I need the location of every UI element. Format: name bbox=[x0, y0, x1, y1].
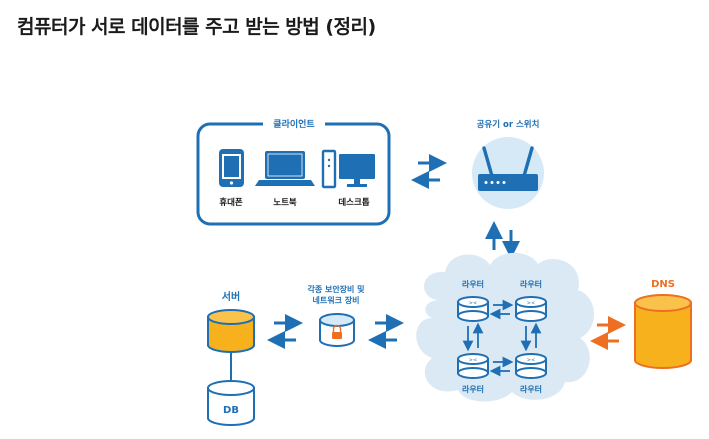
svg-text:><: >< bbox=[527, 301, 535, 307]
lock-icon bbox=[332, 324, 342, 339]
internet-cloud bbox=[416, 252, 594, 402]
database-cylinder-icon bbox=[207, 380, 255, 426]
laptop-icon bbox=[255, 151, 315, 186]
device-label-phone: 휴대폰 bbox=[219, 197, 243, 208]
server-cylinder-icon bbox=[207, 309, 255, 353]
wifi-router-icon bbox=[472, 137, 544, 209]
router-label: 라우터 bbox=[520, 384, 542, 394]
smartphone-icon bbox=[219, 149, 244, 187]
cloud-dns-arrows bbox=[590, 316, 626, 350]
security-label-line2: 네트워크 장비 bbox=[313, 295, 360, 305]
svg-text:><: >< bbox=[469, 358, 477, 364]
security-label-line1: 각종 보안장비 및 bbox=[307, 284, 364, 294]
svg-text:><: >< bbox=[527, 358, 535, 364]
page-title: 컴퓨터가 서로 데이터를 주고 받는 방법 (정리) bbox=[17, 16, 376, 38]
router-node-bottom-left: >< 라우터 bbox=[457, 353, 489, 394]
device-label-laptop: 노트북 bbox=[273, 197, 297, 208]
client-switch-arrows bbox=[411, 154, 447, 189]
security-cloud-arrows bbox=[368, 314, 404, 349]
router-node-bottom-right: >< 라우터 bbox=[515, 353, 547, 394]
client-group-label: 클라이언트 bbox=[273, 118, 315, 130]
device-label-desktop: 데스크톱 bbox=[338, 197, 369, 208]
router-switch-label: 공유기 or 스위치 bbox=[477, 119, 540, 130]
router-label: 라우터 bbox=[462, 384, 484, 394]
router-node-top-left: 라우터 >< bbox=[457, 279, 489, 322]
server-security-arrows bbox=[267, 314, 303, 349]
client-group: 클라이언트 휴대폰 노트북 데스크톱 bbox=[196, 116, 391, 226]
server-label: 서버 bbox=[222, 290, 240, 303]
db-label: DB bbox=[223, 405, 239, 416]
router-label: 라우터 bbox=[520, 279, 542, 289]
dns-label: DNS bbox=[651, 279, 675, 290]
desktop-icon bbox=[321, 149, 375, 189]
router-label: 라우터 bbox=[462, 279, 484, 289]
router-mesh-arrows bbox=[462, 299, 542, 377]
router-node-top-right: 라우터 >< bbox=[515, 279, 547, 322]
svg-text:><: >< bbox=[469, 301, 477, 307]
switch-cloud-arrows bbox=[485, 221, 520, 259]
security-device-icon bbox=[319, 313, 355, 347]
dns-cylinder-icon bbox=[634, 294, 692, 369]
